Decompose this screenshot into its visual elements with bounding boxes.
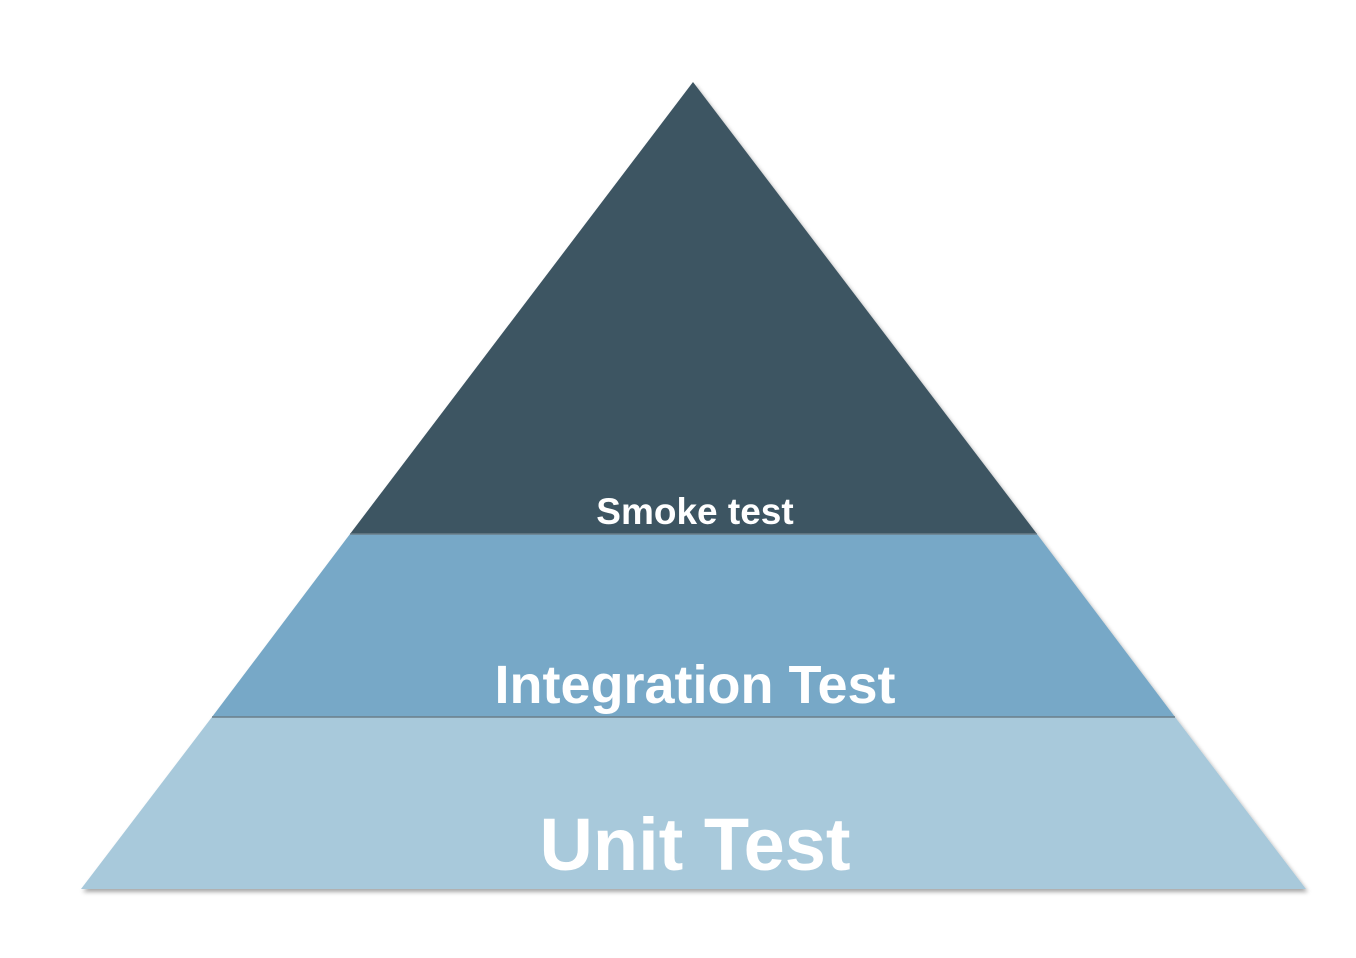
integration-test-tier (212, 534, 1175, 717)
smoke-test-tier (350, 82, 1037, 534)
integration-test-label: Integration Test (494, 655, 895, 715)
unit-test-tier (81, 717, 1306, 889)
unit-test-label: Unit Test (539, 803, 850, 886)
smoke-test-label: Smoke test (596, 491, 793, 532)
pyramid-group (81, 82, 1306, 889)
